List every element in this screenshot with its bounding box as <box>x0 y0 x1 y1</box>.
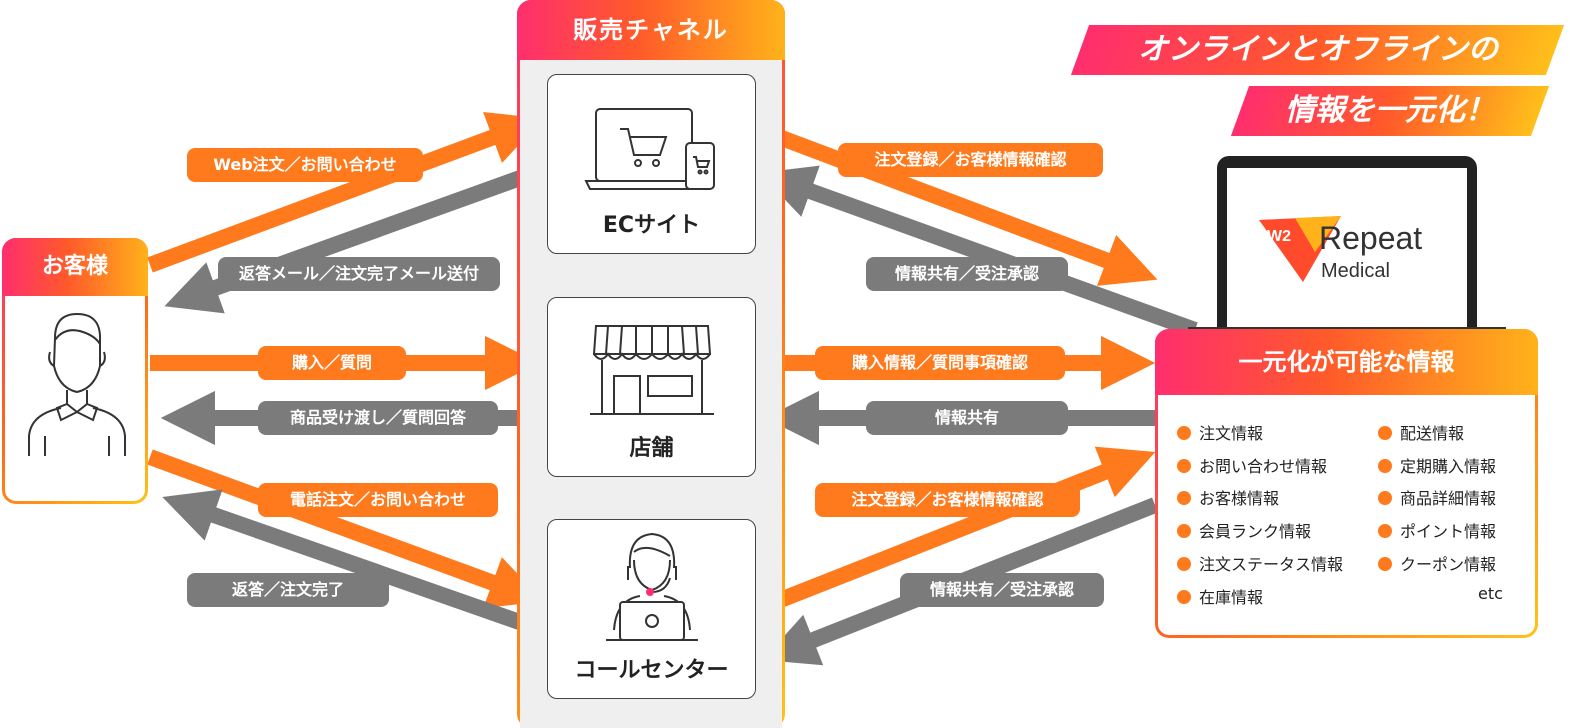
operator-icon <box>606 532 698 641</box>
customer-person-icon <box>28 312 126 456</box>
info-left-5: 注文ステータス情報 <box>1177 551 1343 575</box>
ec-site-label: ECサイト <box>602 213 701 238</box>
info-etc: etc <box>1478 584 1503 603</box>
info-left-1-text: 注文情報 <box>1199 424 1264 443</box>
label-store-purchase-info: 購入情報／質問事項確認 <box>815 346 1065 380</box>
label-ec-share: 情報共有／受注承認 <box>866 257 1068 291</box>
info-left-1: 注文情報 <box>1177 420 1263 444</box>
banner-line1: オンラインとオフラインの <box>1070 25 1565 75</box>
info-right-2: 定期購入情報 <box>1378 453 1496 477</box>
label-purchase: 購入／質問 <box>258 346 406 380</box>
arrow-web-order <box>147 111 544 273</box>
arrow-ec-share <box>759 165 1198 338</box>
bullet-dot <box>1378 426 1392 440</box>
laptop-screen: W2 Repeat Medical <box>1217 156 1477 332</box>
info-left-5-text: 注文ステータス情報 <box>1199 555 1344 574</box>
customer-title: お客様 <box>2 238 148 296</box>
info-right-5-text: クーポン情報 <box>1400 555 1497 574</box>
arrow-reply-done <box>162 489 551 640</box>
info-left-6: 在庫情報 <box>1177 584 1263 608</box>
label-call-share: 情報共有／受注承認 <box>900 573 1104 607</box>
info-title: 一元化が可能な情報 <box>1155 329 1538 395</box>
bullet-dot <box>1378 459 1392 473</box>
label-store-share: 情報共有 <box>866 401 1068 435</box>
info-left-2: お問い合わせ情報 <box>1177 453 1327 477</box>
bullet-dot <box>1378 491 1392 505</box>
info-left-2-text: お問い合わせ情報 <box>1199 457 1328 476</box>
info-right-1-text: 配送情報 <box>1400 424 1465 443</box>
bullet-dot <box>1177 459 1191 473</box>
label-web-order: Web注文／お問い合わせ <box>187 148 423 182</box>
label-call-register: 注文登録／お客様情報確認 <box>815 483 1080 517</box>
shop-icon <box>590 325 714 415</box>
laptop-display: W2 Repeat Medical <box>1227 168 1467 332</box>
call-center-node: コールセンター <box>547 519 756 699</box>
store-label: 店舗 <box>629 436 674 461</box>
info-left-4-text: 会員ランク情報 <box>1199 522 1312 541</box>
bullet-dot <box>1177 491 1191 505</box>
info-right-1: 配送情報 <box>1378 420 1464 444</box>
info-left-3-text: お客様情報 <box>1199 489 1280 508</box>
info-left-3: お客様情報 <box>1177 485 1279 509</box>
customer-body <box>5 296 145 501</box>
info-box: 一元化が可能な情報 <box>1155 329 1538 638</box>
info-left-4: 会員ランク情報 <box>1177 518 1311 542</box>
channel-title: 販売チャネル <box>517 0 785 60</box>
info-right-4-text: ポイント情報 <box>1400 522 1497 541</box>
info-body <box>1158 395 1535 635</box>
label-reply-done: 返答／注文完了 <box>187 573 389 607</box>
label-phone-order: 電話注文／お問い合わせ <box>258 483 498 517</box>
label-handover: 商品受け渡し／質問回答 <box>258 401 498 435</box>
logo-mark-text: W2 <box>1267 228 1291 245</box>
info-left-6-text: 在庫情報 <box>1199 588 1264 607</box>
w2-logo-mark <box>1259 216 1341 282</box>
info-right-3: 商品詳細情報 <box>1378 485 1496 509</box>
bullet-dot <box>1378 524 1392 538</box>
banner-line1-text: オンラインとオフラインの <box>1137 32 1498 67</box>
ec-site-node: ECサイト <box>547 74 756 254</box>
arrow-phone-order <box>147 449 544 609</box>
info-right-2-text: 定期購入情報 <box>1400 457 1497 476</box>
laptop-cart-icon <box>584 108 715 190</box>
bullet-dot <box>1177 557 1191 571</box>
label-ec-register: 注文登録／お客様情報確認 <box>838 143 1103 177</box>
bullet-dot <box>1177 426 1191 440</box>
info-right-5: クーポン情報 <box>1378 551 1496 575</box>
label-reply-mail: 返答メール／注文完了メール送付 <box>218 257 500 291</box>
bullet-dot <box>1177 524 1191 538</box>
logo-name: Repeat <box>1319 220 1423 256</box>
bullet-dot <box>1378 557 1392 571</box>
logo-sub: Medical <box>1321 260 1390 282</box>
call-center-label: コールセンター <box>574 658 729 683</box>
arrow-ec-register <box>752 120 1158 286</box>
store-node: 店舗 <box>547 297 756 477</box>
info-right-3-text: 商品詳細情報 <box>1400 489 1497 508</box>
customer-box: お客様 <box>2 238 148 504</box>
banner-line2-text: 情報を一元化！ <box>1285 93 1495 128</box>
banner-line2: 情報を一元化！ <box>1230 86 1550 136</box>
bullet-dot <box>1177 590 1191 604</box>
info-right-4: ポイント情報 <box>1378 518 1496 542</box>
